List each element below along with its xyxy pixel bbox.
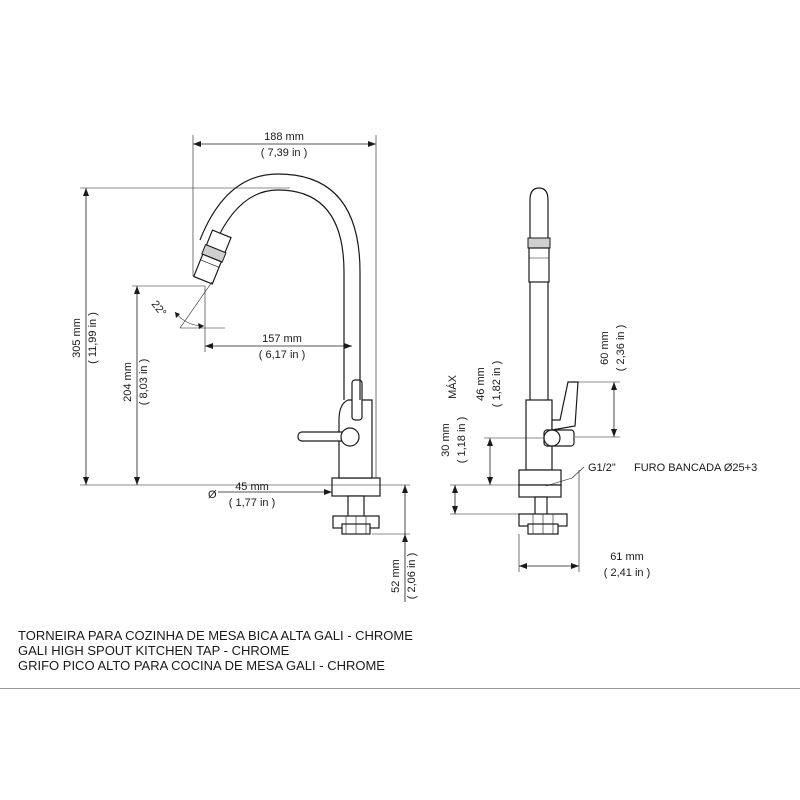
side-aerator [528,247,550,283]
caption-portuguese: TORNEIRA PARA COZINHA DE MESA BICA ALTA … [18,628,413,643]
side-46-value: 46 mm [475,367,487,401]
spout-outer [213,189,345,400]
side-60-value: 60 mm [599,331,611,365]
height-total-inch: ( 11,99 in ) [87,312,99,364]
side-pivot [543,429,561,447]
base-diameter-symbol: Ø [208,489,217,501]
reach-inch: ( 6,17 in ) [259,349,305,361]
base-diameter-inch: ( 1,77 in ) [229,497,275,509]
spout-outer-2 [199,173,361,400]
width-total-inch: ( 7,39 in ) [261,147,307,159]
front-view: 22° 188 mm ( 7,39 in ) 157 mm ( 6,17 in … [71,131,418,602]
side-61-value: 61 mm [610,551,644,563]
shank-length-value: 52 mm [390,559,402,593]
spout-height-value: 204 mm [122,362,134,402]
bottom-rule [0,688,800,689]
side-view: 60 mm ( 2,36 in ) 46 mm ( 1,82 in ) 30 m… [440,187,757,579]
side-lever [551,381,579,431]
shank-length-inch: ( 2,06 in ) [406,553,418,599]
side-60-inch: ( 2,36 in ) [615,325,627,371]
shank [347,495,365,519]
side-spout-ring [527,237,551,249]
side-base-lower [518,484,562,498]
base-diameter-value: 45 mm [235,481,269,493]
side-30-note: MÁX [446,374,459,399]
side-30-inch: ( 1,18 in ) [456,417,468,463]
caption-block: TORNEIRA PARA COZINHA DE MESA BICA ALTA … [18,628,413,673]
base-plate [331,477,381,497]
caption-spanish: GRIFO PICO ALTO PARA COCINA DE MESA GALI… [18,658,385,673]
side-spout [529,187,549,400]
side-46-inch: ( 1,82 in ) [491,361,503,407]
side-base [518,469,562,486]
angle-label: 22° [149,298,169,319]
thread-label: G1/2" [588,462,616,474]
side-shank [534,496,548,516]
reach-value: 157 mm [262,333,302,345]
spout-height-inch: ( 8,03 in ) [138,359,150,405]
side-30-value: 30 mm [440,423,452,457]
lever-pivot [340,427,360,447]
aerator [192,229,232,285]
thread-hole-label: FURO BANCADA Ø25+3 [634,462,757,474]
caption-english: GALI HIGH SPOUT KITCHEN TAP - CHROME [18,643,290,658]
height-total-value: 305 mm [71,318,83,358]
side-61-inch: ( 2,41 in ) [604,567,650,579]
width-total-value: 188 mm [264,131,304,143]
